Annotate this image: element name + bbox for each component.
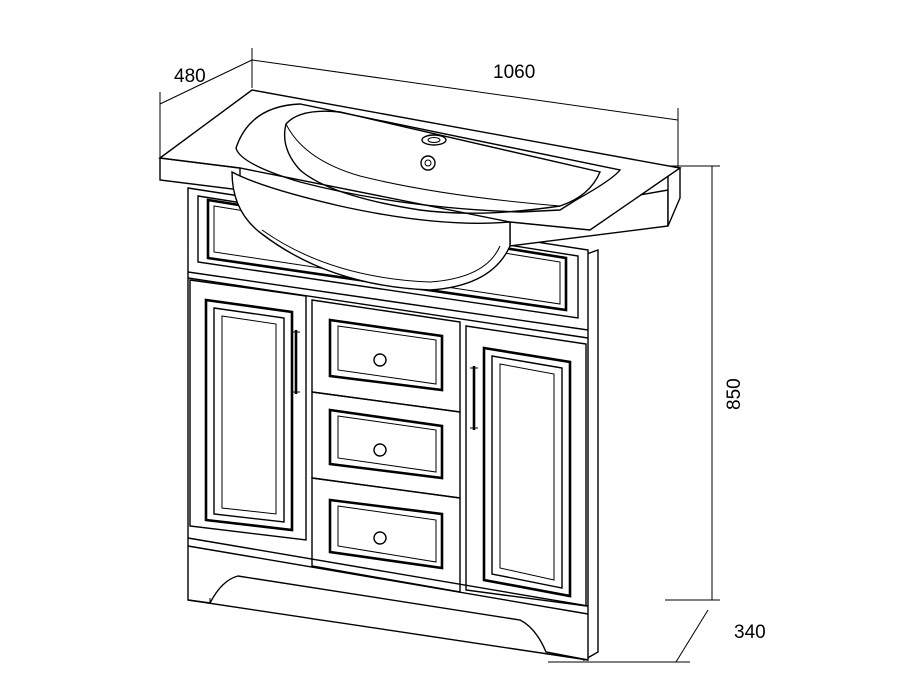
left-door[interactable] [189,279,307,541]
drawer-top-knob[interactable] [373,353,387,367]
drawer-bottom[interactable] [311,477,461,593]
depth-label: 480 [174,66,206,87]
left-door-handle[interactable] [292,330,300,394]
right-door-handle[interactable] [470,366,478,430]
height-label: 850 [724,378,745,410]
dimension-lines [159,48,720,663]
drawer-bottom-knob[interactable] [373,531,387,545]
tap-hole [421,134,447,146]
depth-dimension-line [159,59,253,105]
washbasin [158,89,682,291]
right-door[interactable] [465,325,587,607]
overflow-hole [420,155,436,171]
cabinet-depth-label: 340 [734,622,766,643]
drawer-middle-knob[interactable] [373,443,387,457]
cabinet-depth-dimension-line [675,609,709,663]
width-dimension-line [251,59,679,121]
width-label: 1060 [493,62,535,83]
